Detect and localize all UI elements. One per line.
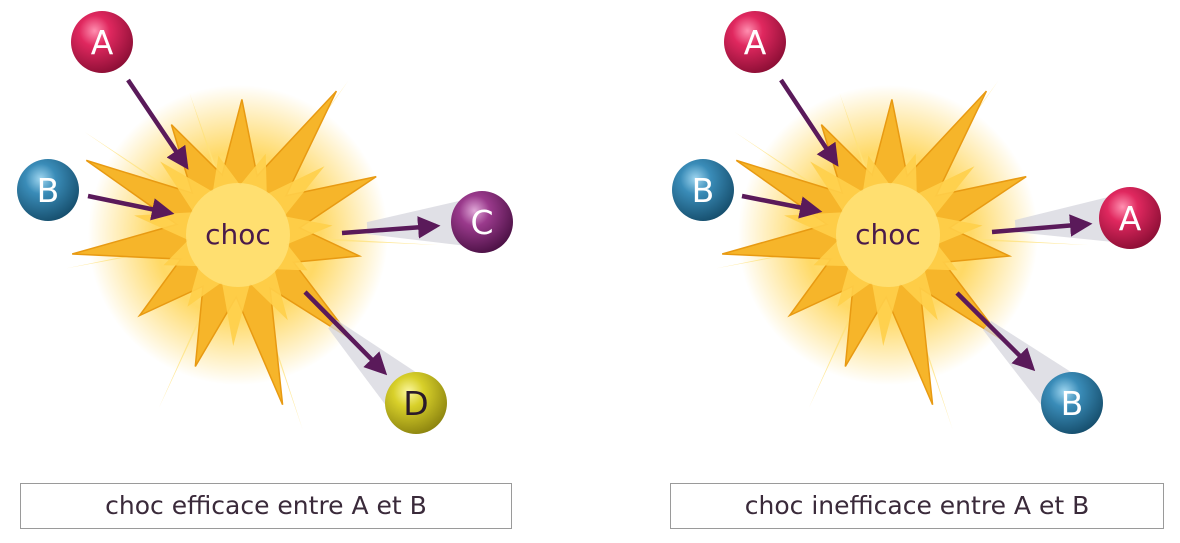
particle-label: A — [1119, 199, 1142, 238]
particle-label: B — [692, 171, 715, 210]
incoming-particle-a: A — [71, 11, 133, 73]
outgoing-arrow — [991, 214, 1093, 237]
incoming-arrow — [741, 193, 823, 219]
particle-label: B — [1061, 384, 1084, 423]
incoming-arrow — [87, 193, 175, 221]
particle-sphere — [385, 372, 447, 434]
outgoing-arrow — [303, 290, 388, 376]
particle-sphere — [17, 159, 79, 221]
outgoing-particle-c: C — [451, 191, 513, 253]
particle-sphere — [451, 191, 513, 253]
incoming-arrow — [126, 78, 189, 170]
panel-effective-collision: choc A B C D — [17, 11, 513, 434]
incoming-particle-a: A — [724, 11, 786, 73]
particle-label: D — [403, 384, 428, 423]
incoming-particle-b: B — [672, 159, 734, 221]
choc-label: choc — [855, 218, 921, 251]
particle-sphere — [1041, 372, 1103, 434]
incoming-arrow — [779, 78, 839, 167]
outgoing-particle-b: B — [1041, 372, 1103, 434]
outgoing-arrow — [341, 216, 441, 239]
particle-sphere — [724, 11, 786, 73]
caption-effective: choc efficace entre A et B — [20, 483, 512, 529]
particle-sphere — [672, 159, 734, 221]
particle-label: C — [470, 203, 493, 242]
particle-label: B — [37, 171, 60, 210]
burst-core — [186, 183, 290, 287]
outgoing-arrow — [955, 291, 1036, 372]
outgoing-particle-d: D — [385, 372, 447, 434]
caption-ineffective: choc inefficace entre A et B — [670, 483, 1164, 529]
particle-label: A — [744, 23, 767, 62]
particle-label: A — [91, 23, 114, 62]
choc-label: choc — [205, 218, 271, 251]
particle-sphere — [1099, 187, 1161, 249]
burst-core — [836, 183, 940, 287]
incoming-particle-b: B — [17, 159, 79, 221]
panel-ineffective-collision: choc A B A B — [672, 11, 1161, 434]
outgoing-particle-a: A — [1099, 187, 1161, 249]
particle-sphere — [71, 11, 133, 73]
